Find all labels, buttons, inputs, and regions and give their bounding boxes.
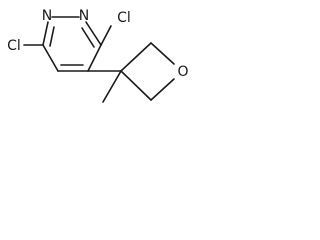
atom-cl-right: Cl <box>117 10 131 26</box>
atom-o-oxetane: O <box>177 64 188 80</box>
bond-oxetane-o-top <box>150 42 175 65</box>
bond-oxetane-top <box>120 42 152 72</box>
bond-n-c3-double <box>81 27 95 48</box>
bond-c6-n-double <box>49 26 55 47</box>
atom-n-top: N <box>79 8 89 24</box>
chemical-structure-diagram: N N Cl Cl O <box>7 8 189 103</box>
bond-quaternary-methyl <box>102 70 122 103</box>
atom-n-left: N <box>42 8 52 24</box>
bond-c3-cl <box>100 25 112 46</box>
bond-n-c3 <box>85 21 102 46</box>
bond-c5-c6 <box>42 44 59 72</box>
atom-cl-left: Cl <box>7 38 21 54</box>
bond-c6-n <box>42 21 49 46</box>
bond-oxetane-bottom <box>120 70 152 101</box>
bond-c3-c4 <box>87 44 102 72</box>
bond-oxetane-o-bottom <box>150 78 175 101</box>
